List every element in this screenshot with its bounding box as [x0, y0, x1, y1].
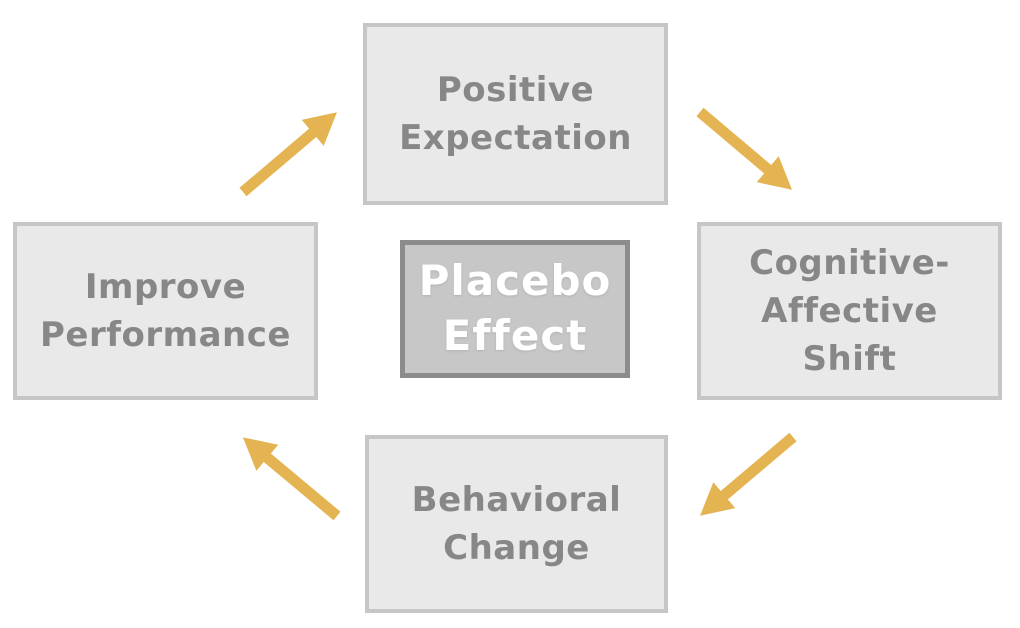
arrow-improve-to-positive: [239, 112, 337, 197]
node-label-line: Improve: [84, 266, 247, 307]
arrow-positive-to-cognitive: [696, 107, 793, 190]
node-label-line: Behavioral: [411, 479, 622, 520]
node-positive-expectation: Positive Expectation: [363, 23, 668, 205]
node-label-line: Performance: [40, 315, 291, 355]
center-label-line: Placebo: [418, 256, 612, 306]
center-label-line: Effect: [442, 311, 588, 360]
node-label-line: Change: [443, 528, 590, 568]
node-label-line: Affective: [761, 290, 938, 331]
arrow-behavioral-to-improve: [242, 437, 341, 521]
node-behavioral-change: Behavioral Change: [365, 435, 668, 613]
node-label-line: Cognitive-: [749, 242, 950, 283]
node-label-line: Shift: [802, 339, 897, 380]
arrow-cognitive-to-behavioral: [700, 432, 797, 516]
node-label-line: Positive: [436, 69, 595, 110]
node-improve-performance: Improve Performance: [13, 222, 318, 400]
node-label-line: Expectation: [399, 118, 632, 158]
node-cognitive-affective-shift: Cognitive- Affective Shift: [697, 222, 1002, 400]
center-node-placebo-effect: Placebo Effect: [400, 240, 630, 378]
